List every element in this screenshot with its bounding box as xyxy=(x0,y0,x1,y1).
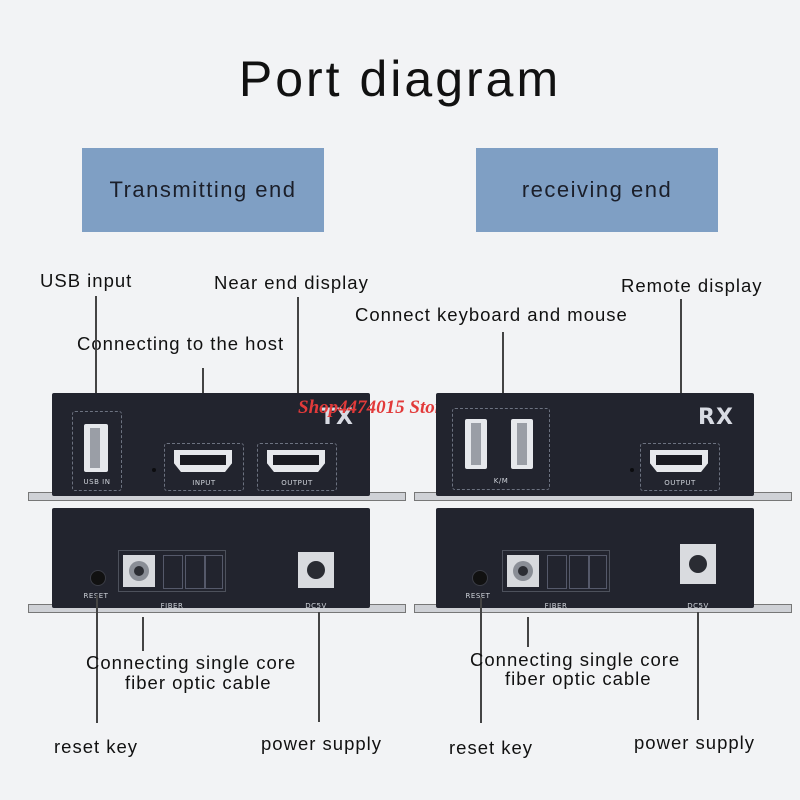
connect-km-label: Connect keyboard and mouse xyxy=(355,304,628,325)
tx-power-supply-label: power supply xyxy=(261,733,383,754)
transmitting-end-header: Transmitting end xyxy=(82,148,324,232)
reset-button-icon xyxy=(472,570,488,586)
reset-button-icon xyxy=(90,570,106,586)
tx-badge: TX xyxy=(320,405,354,430)
output-port-group: OUTPUT xyxy=(257,443,337,491)
near-end-display-pointer xyxy=(297,297,299,437)
remote-display-pointer xyxy=(680,299,682,437)
fiber-optic-port-icon xyxy=(123,555,155,587)
dc-power-jack-icon xyxy=(298,552,334,588)
rx-reset-key-label: reset key xyxy=(449,737,534,758)
tx-fiber-pointer xyxy=(142,617,144,651)
rx-reset-pointer xyxy=(480,597,482,723)
page-title: Port diagram xyxy=(238,51,562,107)
store-watermark: Shop4474015 Store xyxy=(298,397,451,418)
connect-km-pointer xyxy=(502,332,504,412)
near-end-display-label: Near end display xyxy=(214,272,369,293)
rx-fiber-port-group xyxy=(502,550,610,592)
tx-fiber-label-1: Connecting single core xyxy=(86,652,297,673)
usb-input-label: USB input xyxy=(40,270,133,291)
tx-back-panel: RESET FIBER DC5V xyxy=(52,508,370,610)
dc5v-caption: DC5V xyxy=(305,602,327,610)
rx-back-panel: RESET FIBER DC5V xyxy=(436,508,754,610)
led-icon xyxy=(152,468,156,472)
output-caption: OUTPUT xyxy=(281,479,313,487)
fiber-caption: FIBER xyxy=(160,602,184,610)
usb-mouse-port-icon xyxy=(511,419,533,469)
rx-fiber-pointer xyxy=(527,617,529,647)
usb-in-port-group: USB IN xyxy=(72,411,122,491)
reset-caption: RESET xyxy=(76,592,116,600)
rx-power-pointer xyxy=(697,612,699,720)
tx-reset-pointer xyxy=(96,595,98,723)
usb-keyboard-port-icon xyxy=(465,419,487,469)
transmitting-end-label: Transmitting end xyxy=(109,177,297,202)
km-caption: K/M xyxy=(493,477,509,485)
usb-in-caption: USB IN xyxy=(83,478,111,486)
receiving-end-label: receiving end xyxy=(521,177,673,202)
rx-front-panel: K/M OUTPUT RX xyxy=(436,393,754,496)
usb-input-pointer xyxy=(95,296,97,416)
rx-fiber-label-2: fiber optic cable xyxy=(505,668,652,689)
led-icon xyxy=(630,468,634,472)
connecting-host-label: Connecting to the host xyxy=(77,333,285,354)
rx-reset-caption: RESET xyxy=(465,592,491,600)
dc-power-jack-icon xyxy=(680,544,716,584)
rx-dc5v-caption: DC5V xyxy=(687,602,709,610)
remote-display-label: Remote display xyxy=(621,275,763,296)
rx-output-caption: OUTPUT xyxy=(664,479,696,487)
tx-front-panel: USB IN INPUT OUTPUT TX xyxy=(52,393,370,496)
rx-fiber-caption: FIBER xyxy=(544,602,568,610)
tx-power-pointer xyxy=(318,612,320,722)
input-port-group: INPUT xyxy=(164,443,244,491)
fiber-optic-port-icon xyxy=(507,555,539,587)
input-caption: INPUT xyxy=(192,479,216,487)
receiving-end-header: receiving end xyxy=(476,148,718,232)
usb-port-icon xyxy=(84,424,108,472)
rx-power-supply-label: power supply xyxy=(634,732,756,753)
fiber-port-group xyxy=(118,550,226,592)
rx-badge: RX xyxy=(698,405,734,430)
tx-fiber-label-2: fiber optic cable xyxy=(125,672,272,693)
rx-fiber-label-1: Connecting single core xyxy=(470,649,681,670)
rx-output-port-group: OUTPUT xyxy=(640,443,720,491)
tx-reset-key-label: reset key xyxy=(54,736,139,757)
km-port-group: K/M xyxy=(452,408,550,490)
